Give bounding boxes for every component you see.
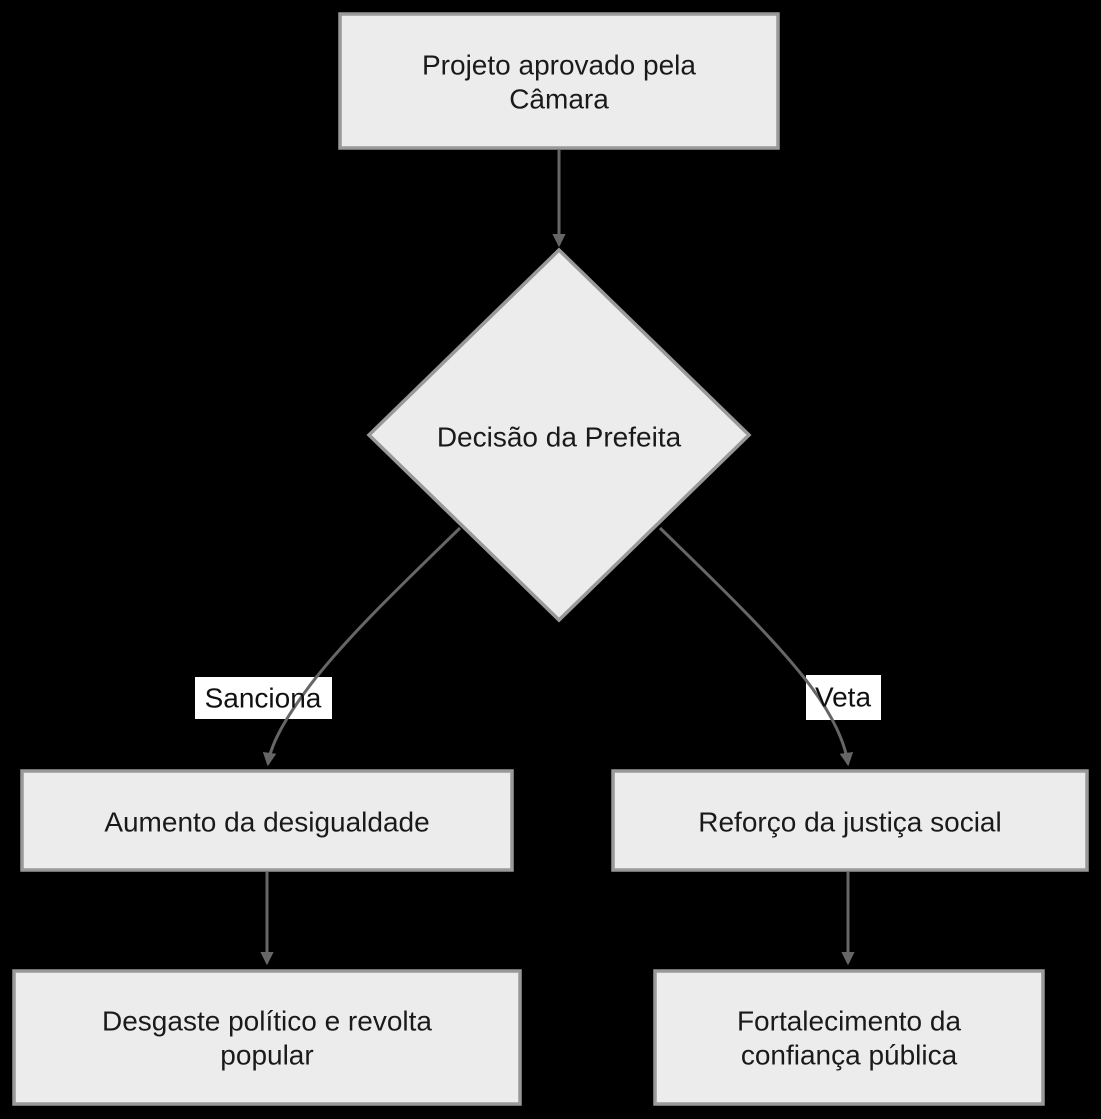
node-sanction-outcome-box — [20, 769, 514, 872]
node-sanction-result-box — [12, 969, 522, 1106]
node-decision-label: Decisão da Prefeita — [437, 422, 682, 453]
edge-label-sanciona: Sanciona — [205, 683, 322, 714]
node-veto-outcome-box — [611, 769, 1089, 872]
node-veto-result-line1: Fortalecimento da — [737, 1006, 962, 1037]
node-start-box — [338, 12, 780, 150]
node-sanction-result-line1: Desgaste político e revolta — [102, 1006, 432, 1037]
node-veto-outcome-label: Reforço da justiça social — [698, 807, 1001, 838]
node-start-label-line1: Projeto aprovado pela — [422, 50, 696, 81]
node-sanction-result-line2: popular — [220, 1040, 313, 1071]
node-veto-result-line2: confiança pública — [741, 1040, 958, 1071]
edge-decision-to-veto — [658, 526, 854, 767]
edge-label-veta: Veta — [815, 682, 871, 713]
edge-decision-to-sanction — [262, 526, 462, 767]
node-veto-result-box — [653, 969, 1045, 1106]
node-decision-diamond — [366, 247, 752, 623]
node-start-label-line2: Câmara — [509, 84, 609, 115]
node-sanction-outcome-label: Aumento da desigualdade — [104, 807, 429, 838]
